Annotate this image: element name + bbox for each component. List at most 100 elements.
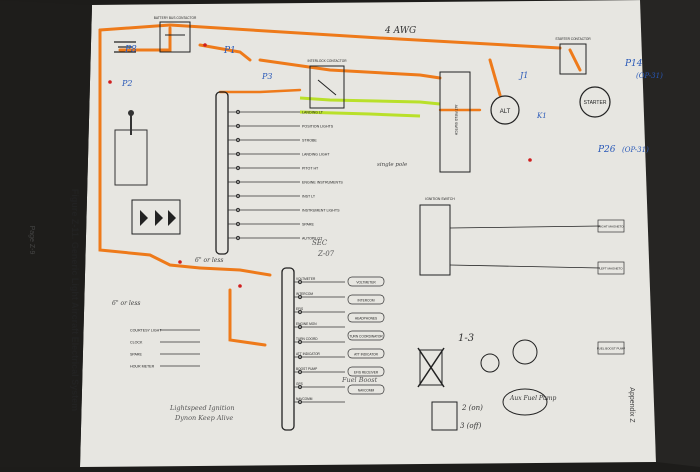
- ess-breaker-label: GPS: [296, 382, 303, 386]
- annot-p2: P2: [121, 79, 132, 88]
- ess-output-label: ATT INDICATOR: [354, 353, 379, 357]
- battery-symbol: [114, 41, 136, 53]
- ess-breaker-symbol: [297, 339, 303, 345]
- alternator: ALT: [490, 95, 520, 125]
- main-breaker-symbol: [235, 137, 241, 143]
- diode-pack: [131, 199, 181, 235]
- ess-output-label: HEADPHONES: [355, 317, 377, 321]
- wire-starter: [568, 48, 582, 72]
- main-breaker-label: LANDING LIGHT: [302, 153, 330, 157]
- battery-contactor: BATTERY BUS CONTACTOR: [154, 16, 197, 53]
- ess-breaker-symbol: [297, 354, 303, 360]
- annot-single-pole: single pole: [377, 162, 408, 168]
- main-breaker-label: AUTOPILOT: [302, 237, 323, 241]
- wire-ess-feed: [228, 288, 267, 347]
- right-output-box: [597, 341, 625, 355]
- wire-main-bus: [218, 88, 302, 94]
- background-left: [0, 0, 92, 467]
- page-label: Page Z-9: [28, 226, 35, 255]
- ess-breaker-symbol: [297, 294, 303, 300]
- ess-breaker-label: ATT INDICATOR: [296, 352, 321, 356]
- annot-p3: P3: [261, 72, 272, 81]
- ess-breaker-label: VOLTMETER: [296, 277, 316, 281]
- main-breaker-label: STROBE: [302, 139, 317, 143]
- ess-breaker-label: TURN COORD: [296, 337, 318, 341]
- ess-output-label: EFIS RECEIVER: [354, 371, 379, 375]
- ess-breaker-label: NAVCOMM: [296, 397, 313, 401]
- wire-ess-bus: [198, 266, 272, 277]
- alt-field-label: ALT FIELD SWITCH: [454, 105, 458, 136]
- green-wire-2: [299, 110, 421, 118]
- main-breaker-label: INST LT: [302, 195, 316, 199]
- interlock-contactor: INTERLOCK CONTACTOR: [307, 59, 347, 109]
- ess-breaker-symbol: [297, 309, 303, 315]
- main-breaker-label: LANDING LT: [302, 111, 324, 115]
- ess-output-box: [347, 312, 385, 323]
- paper: [80, 0, 656, 467]
- aux-pump-circle: [502, 388, 548, 416]
- right-output-label: LEFT MAGNETO: [599, 267, 623, 271]
- main-breaker-label: PITOT HT: [302, 167, 319, 171]
- ess-output-box: [347, 276, 385, 287]
- orange-wires: [98, 23, 582, 347]
- main-breaker-symbol: [235, 207, 241, 213]
- interlock-label: INTERLOCK CONTACTOR: [307, 59, 347, 63]
- main-breaker-symbol: [235, 235, 241, 241]
- main-breaker-label: ENGINE INSTRUMENTS: [302, 181, 343, 185]
- annot-dynon: Dynon Keep Alive: [174, 414, 233, 422]
- ess-breaker-label: EFIS: [296, 307, 303, 311]
- wire-left-vertical: [98, 28, 202, 270]
- ess-output-label: VOLTMETER: [356, 281, 376, 285]
- main-breaker-symbol: [235, 123, 241, 129]
- annot-2-on: 2 (on): [461, 404, 483, 412]
- main-breaker-list: LANDING LT POSITION LIGHTS STROBE LANDING L…: [228, 109, 343, 241]
- ess-breaker-symbol: [297, 324, 303, 330]
- battery-contactor-box: [159, 21, 191, 53]
- magneto-wire-left: [449, 264, 601, 269]
- annot-3-off: 3 (off): [460, 422, 482, 430]
- alternator-label: ALT: [500, 109, 511, 115]
- ignition-switch-label: IGNITION SWITCH: [425, 197, 455, 201]
- appendix-label: Appendix Z: [628, 387, 635, 423]
- ess-breaker-symbol: [297, 279, 303, 285]
- annot-fuel-boost: Fuel Boost: [341, 376, 378, 384]
- annot-p14: P14: [624, 59, 643, 69]
- main-breaker-symbol: [235, 151, 241, 157]
- annot-6in2: 6" or less: [112, 300, 141, 307]
- main-breaker-label: POSITION LIGHTS: [302, 125, 334, 129]
- left-stack-label: SPARE: [130, 353, 143, 357]
- green-wire-1: [299, 96, 441, 106]
- ess-breaker-symbol: [297, 384, 303, 390]
- left-stack-label: COURTESY LIGHT: [130, 329, 162, 333]
- main-breaker-symbol: [235, 165, 241, 171]
- annot-j1: J1: [518, 71, 528, 80]
- annot-lightspeed: Lightspeed Ignition: [169, 404, 235, 412]
- ess-output-box: [347, 348, 385, 359]
- main-breaker-symbol: [235, 221, 241, 227]
- ess-output-label: INTERCOM: [358, 299, 375, 303]
- figure-title: Figure Z-11. Generic Light Aircraft Elec…: [70, 189, 80, 411]
- master-switch-drawing: [114, 110, 148, 186]
- battery-contactor-label: BATTERY BUS CONTACTOR: [154, 16, 197, 20]
- ess-output-box: [347, 330, 385, 341]
- ess-breaker-symbol: [297, 399, 303, 405]
- left-stack-label: CLOCK: [130, 341, 143, 345]
- ess-breaker-label: BOOST PUMP: [296, 367, 317, 371]
- annot-1-3: 1-3: [458, 333, 474, 344]
- starter-contactor-label: STARTER CONTACTOR: [555, 37, 591, 41]
- main-breaker-label: SPARE: [302, 223, 315, 227]
- annot-sec: SEC: [312, 239, 328, 247]
- red-marks: [108, 43, 532, 288]
- main-breaker-symbol: [235, 193, 241, 199]
- ess-breaker-symbol: [297, 369, 303, 375]
- starter-motor: STARTER: [579, 86, 611, 118]
- ess-breaker-label: INTERCOM: [296, 292, 313, 296]
- background-right: [640, 0, 700, 467]
- annot-p1: P1: [223, 46, 236, 56]
- wire-p1: [198, 43, 252, 62]
- annot-4awg: 4 AWG: [384, 26, 416, 36]
- annot-op31b: (OP-31): [622, 146, 649, 154]
